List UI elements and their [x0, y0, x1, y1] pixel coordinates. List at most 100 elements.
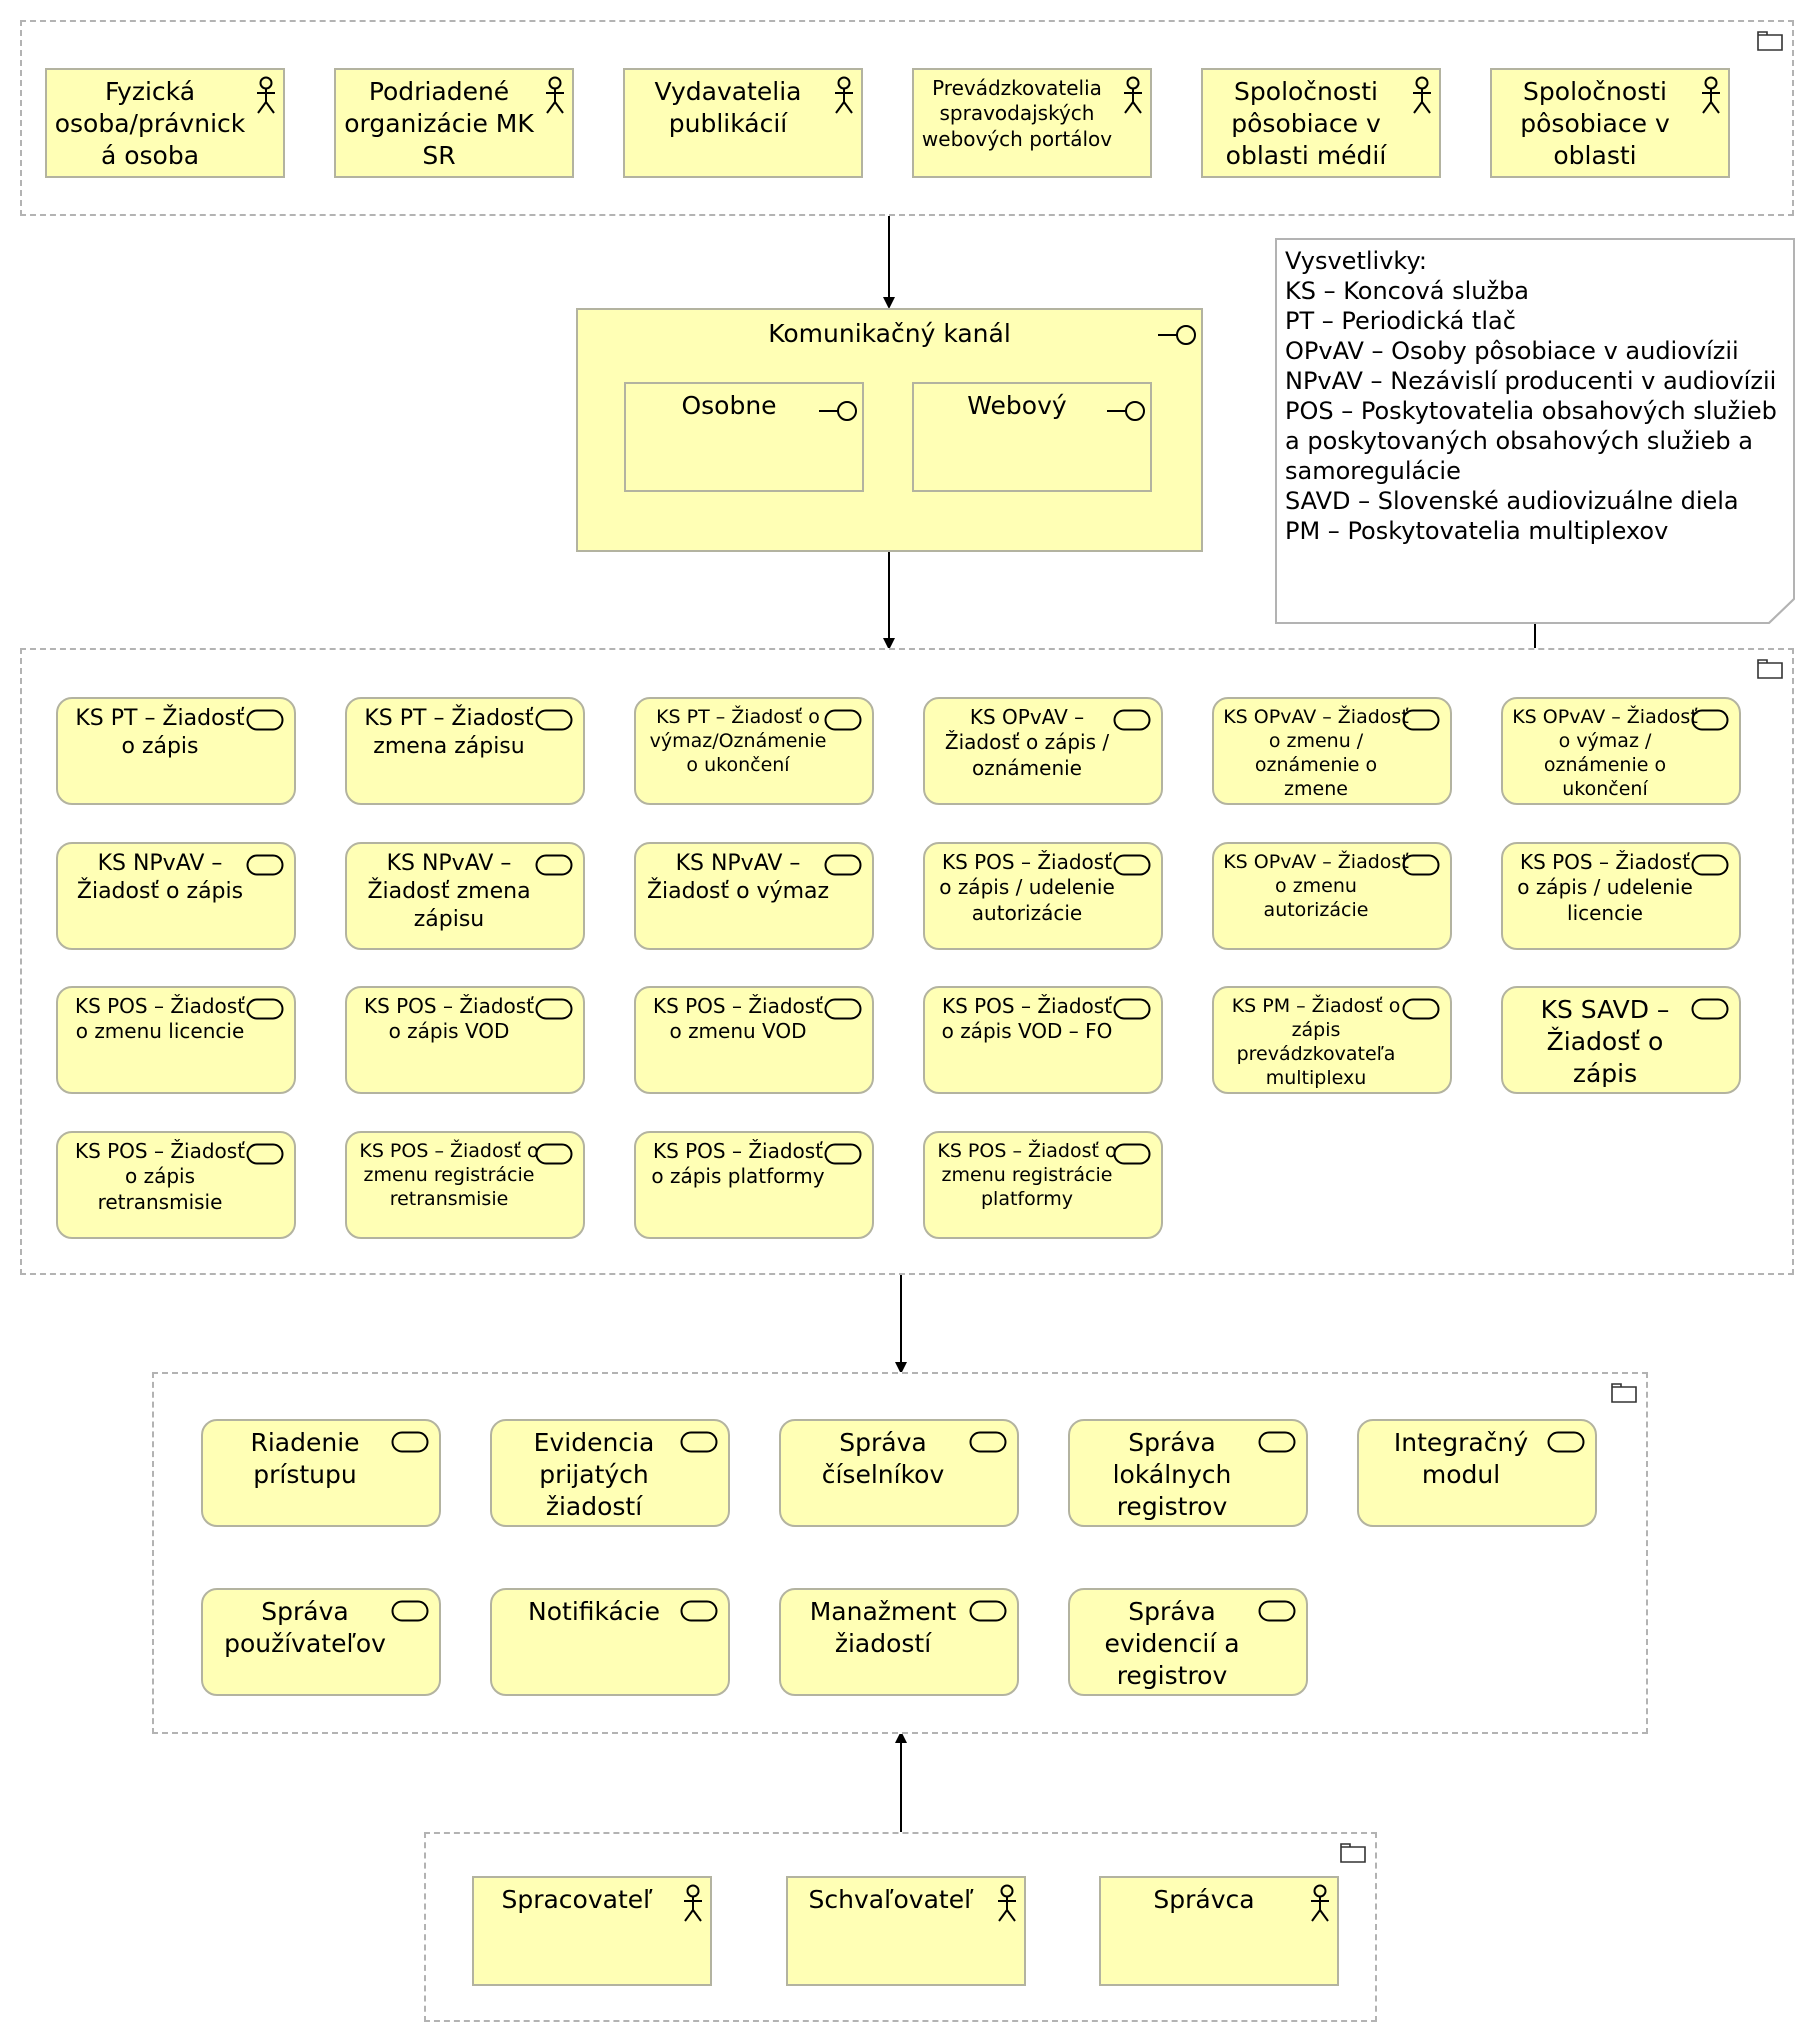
end-service[interactable]: KS POS – Žiadosť o zápis VOD	[345, 986, 585, 1094]
actor-icon	[1413, 76, 1431, 114]
service-icon	[246, 1143, 284, 1165]
app-service[interactable]: Notifikácie	[490, 1588, 730, 1696]
end-service[interactable]: KS POS – Žiadosť o zmenu registrácie ret…	[345, 1131, 585, 1239]
service-icon	[969, 1600, 1007, 1622]
end-service-label: KS OPvAV – Žiadosť o zmenu / oznámenie o…	[1223, 706, 1409, 801]
end-service[interactable]: KS PT – Žiadosť o zápis	[56, 697, 296, 805]
app-service-label: Správa evidencií a registrov	[1104, 1597, 1240, 1690]
actor-box[interactable]: Spoločnosti pôsobiace v oblasti médií	[1201, 68, 1441, 178]
app-service-label: Správa lokálnych registrov	[1112, 1428, 1232, 1521]
service-icon	[1113, 1143, 1151, 1165]
actor-icon	[257, 76, 275, 114]
app-service[interactable]: Manažment žiadostí	[779, 1588, 1019, 1696]
actor-label: Spoločnosti pôsobiace v oblasti	[1520, 77, 1670, 170]
app-service[interactable]: Správa číselníkov	[779, 1419, 1019, 1527]
role-box[interactable]: Správca	[1099, 1876, 1339, 1986]
end-services-group	[20, 648, 1794, 1275]
role-label: Spracovateľ	[501, 1885, 653, 1914]
app-service-label: Notifikácie	[528, 1597, 660, 1626]
service-icon	[680, 1431, 718, 1453]
end-service-label: KS POS – Žiadosť o zmenu registrácie pla…	[937, 1140, 1117, 1211]
end-service[interactable]: KS POS – Žiadosť o zmenu VOD	[634, 986, 874, 1094]
legend-line: OPvAV – Osoby pôsobiace v audiovízii	[1285, 337, 1739, 365]
service-icon	[1258, 1600, 1296, 1622]
app-service-label: Správa číselníkov	[821, 1428, 945, 1489]
app-service[interactable]: Správa používateľov	[201, 1588, 441, 1696]
channel-title: Komunikačný kanál	[768, 319, 1011, 348]
end-service[interactable]: KS OPvAV – Žiadosť o zápis / oznámenie	[923, 697, 1163, 805]
channel-web[interactable]: Webový	[912, 382, 1152, 492]
end-service[interactable]: KS OPvAV – Žiadosť o výmaz / oznámenie o…	[1501, 697, 1741, 805]
role-box[interactable]: Spracovateľ	[472, 1876, 712, 1986]
end-service-label: KS OPvAV – Žiadosť o výmaz / oznámenie o…	[1512, 706, 1698, 801]
end-service[interactable]: KS NPvAV – Žiadosť zmena zápisu	[345, 842, 585, 950]
end-service[interactable]: KS OPvAV – Žiadosť o zmenu autorizácie	[1212, 842, 1452, 950]
channel-personal[interactable]: Osobne	[624, 382, 864, 492]
actor-icon	[546, 76, 564, 114]
end-service-label: KS POS – Žiadosť o zápis VOD – FO	[941, 994, 1113, 1044]
end-service[interactable]: KS PM – Žiadosť o zápis prevádzkovateľa …	[1212, 986, 1452, 1094]
end-service[interactable]: KS NPvAV – Žiadosť o výmaz	[634, 842, 874, 950]
channel-item-label: Osobne	[681, 391, 777, 420]
legend-line: KS – Koncová služba	[1285, 277, 1530, 305]
actor-icon	[684, 1884, 702, 1922]
end-service-label: KS POS – Žiadosť o zápis platformy	[651, 1139, 825, 1189]
app-service[interactable]: Evidencia prijatých žiadostí	[490, 1419, 730, 1527]
package-icon	[1611, 1383, 1637, 1403]
app-service[interactable]: Správa evidencií a registrov	[1068, 1588, 1308, 1696]
channel-item-label: Webový	[967, 391, 1067, 420]
end-service-label: KS OPvAV – Žiadosť o zmenu autorizácie	[1223, 851, 1409, 922]
end-service[interactable]: KS POS – Žiadosť o zápis VOD – FO	[923, 986, 1163, 1094]
role-label: Správca	[1153, 1885, 1255, 1914]
actor-icon	[1702, 76, 1720, 114]
end-service[interactable]: KS PT – Žiadosť zmena zápisu	[345, 697, 585, 805]
actor-box[interactable]: Prevádzkovatelia spravodajských webových…	[912, 68, 1152, 178]
role-box[interactable]: Schvaľovateľ	[786, 1876, 1026, 1986]
end-service-label: KS NPvAV – Žiadosť zmena zápisu	[367, 851, 531, 932]
service-icon	[680, 1600, 718, 1622]
end-service[interactable]: KS POS – Žiadosť o zápis platformy	[634, 1131, 874, 1239]
app-service[interactable]: Riadenie prístupu	[201, 1419, 441, 1527]
end-service[interactable]: KS POS – Žiadosť o zápis retransmisie	[56, 1131, 296, 1239]
legend-line: PM – Poskytovatelia multiplexov	[1285, 517, 1669, 545]
end-service[interactable]: KS SAVD – Žiadosť o zápis	[1501, 986, 1741, 1094]
end-service[interactable]: KS POS – Žiadosť o zápis / udelenie auto…	[923, 842, 1163, 950]
end-service[interactable]: KS OPvAV – Žiadosť o zmenu / oznámenie o…	[1212, 697, 1452, 805]
end-service-label: KS NPvAV – Žiadosť o zápis	[76, 851, 244, 904]
service-icon	[969, 1431, 1007, 1453]
actor-box[interactable]: Fyzická osoba/právnická osoba	[45, 68, 285, 178]
app-service[interactable]: Správa lokálnych registrov	[1068, 1419, 1308, 1527]
service-icon	[1402, 998, 1440, 1020]
service-icon	[824, 709, 862, 731]
package-icon	[1757, 31, 1783, 51]
end-service-label: KS POS – Žiadosť o zápis / udelenie lice…	[1517, 850, 1693, 925]
end-service[interactable]: KS NPvAV – Žiadosť o zápis	[56, 842, 296, 950]
service-icon	[535, 998, 573, 1020]
legend-line: NPvAV – Nezávislí producenti v audiovízi…	[1285, 367, 1777, 395]
actor-box[interactable]: Podriadené organizácie MK SR	[334, 68, 574, 178]
service-icon	[1691, 854, 1729, 876]
service-icon	[1402, 854, 1440, 876]
end-service-label: KS POS – Žiadosť o zmenu registrácie ret…	[359, 1140, 539, 1211]
package-icon	[1340, 1843, 1366, 1863]
package-icon	[1757, 659, 1783, 679]
service-icon	[246, 854, 284, 876]
actor-icon	[998, 1884, 1016, 1922]
app-service-label: Integračný modul	[1393, 1428, 1529, 1489]
service-icon	[1113, 998, 1151, 1020]
end-service-label: KS PT – Žiadosť o výmaz/Oznámenie o ukon…	[649, 706, 827, 777]
actor-box[interactable]: Vydavatelia publikácií	[623, 68, 863, 178]
service-icon	[1113, 709, 1151, 731]
actor-box[interactable]: Spoločnosti pôsobiace v oblasti	[1490, 68, 1730, 178]
end-service[interactable]: KS POS – Žiadosť o zápis / udelenie lice…	[1501, 842, 1741, 950]
role-label: Schvaľovateľ	[808, 1885, 974, 1914]
end-service[interactable]: KS POS – Žiadosť o zmenu registrácie pla…	[923, 1131, 1163, 1239]
end-service[interactable]: KS PT – Žiadosť o výmaz/Oznámenie o ukon…	[634, 697, 874, 805]
end-service[interactable]: KS POS – Žiadosť o zmenu licencie	[56, 986, 296, 1094]
app-service[interactable]: Integračný modul	[1357, 1419, 1597, 1527]
service-icon	[824, 854, 862, 876]
actor-label: Fyzická osoba/právnická osoba	[54, 77, 246, 170]
service-icon	[1691, 709, 1729, 731]
